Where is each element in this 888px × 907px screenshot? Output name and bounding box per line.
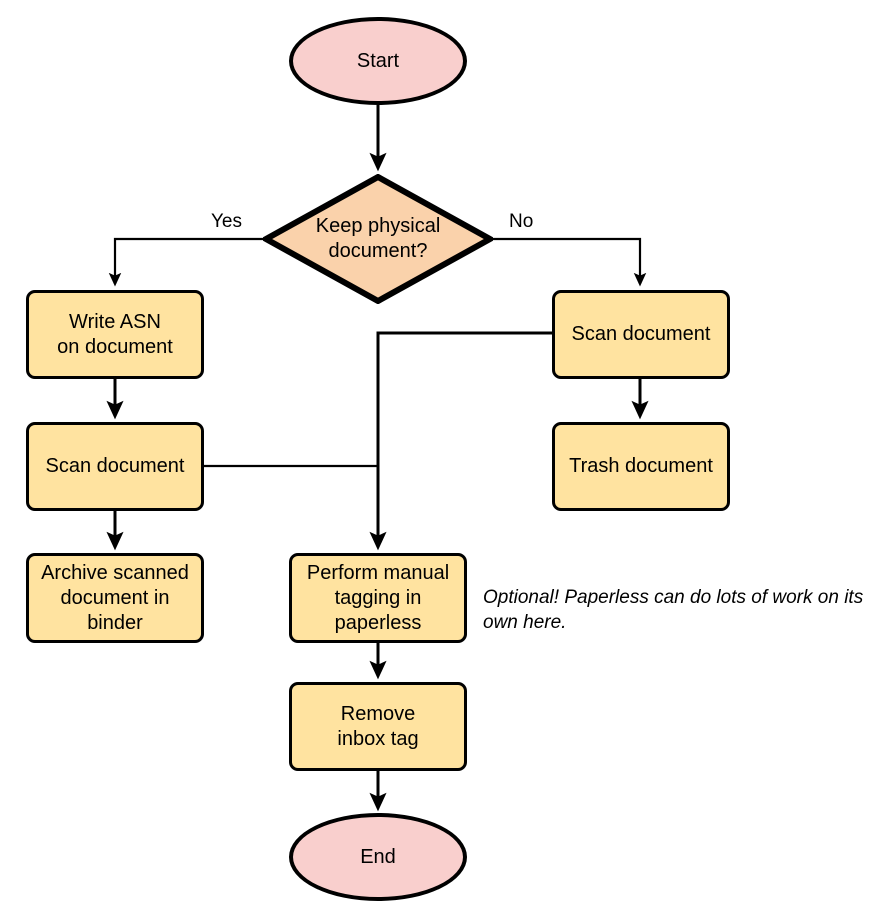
node-decision-label: Keep physical document? — [315, 215, 441, 262]
node-archive-scanned-document[interactable]: Archive scanned document in binder — [26, 553, 204, 643]
node-perform-manual-tagging[interactable]: Perform manual tagging in paperless — [289, 553, 467, 643]
edge-scan-right-to-tagging — [369, 331, 552, 551]
diamond-shape — [263, 174, 493, 304]
node-perform-manual-tagging-label: Perform manual tagging in paperless — [306, 561, 450, 634]
node-scan-document-left[interactable]: Scan document — [26, 422, 204, 511]
node-scan-document-right[interactable]: Scan document — [552, 290, 730, 379]
node-start-label: Start — [356, 49, 400, 72]
node-scan-document-left-label: Scan document — [45, 455, 185, 477]
node-trash-document[interactable]: Trash document — [552, 422, 730, 511]
node-remove-inbox-tag-label: Remove inbox tag — [337, 702, 419, 750]
annotation-optional-note: Optional! Paperless can do lots of work … — [483, 587, 864, 633]
node-scan-document-right-label: Scan document — [571, 323, 711, 345]
node-archive-scanned-document-label: Archive scanned document in binder — [41, 561, 189, 634]
node-start[interactable]: Start — [289, 17, 467, 105]
node-write-asn-label: Write ASN on document — [57, 310, 173, 358]
edge-yes-to-write-asn — [108, 237, 263, 287]
node-trash-document-label: Trash document — [569, 455, 713, 477]
node-end-label: End — [360, 845, 396, 868]
edge-label-no: No — [509, 211, 534, 232]
node-end[interactable]: End — [289, 813, 467, 901]
node-decision-keep-physical-document[interactable]: Keep physical document? — [263, 174, 493, 304]
edge-label-yes: Yes — [211, 211, 242, 232]
node-write-asn[interactable]: Write ASN on document — [26, 290, 204, 379]
node-remove-inbox-tag[interactable]: Remove inbox tag — [289, 682, 467, 771]
edge-no-to-scan-right — [493, 237, 647, 287]
